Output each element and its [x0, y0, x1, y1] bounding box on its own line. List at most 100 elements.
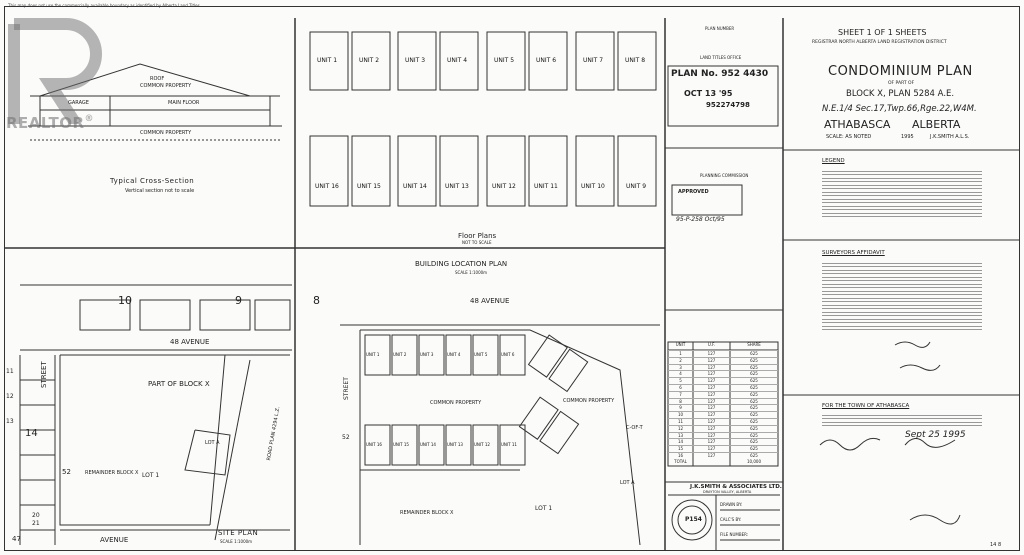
garage-label: GARAGE	[68, 100, 89, 106]
fp-unit-13: UNIT 13	[445, 183, 469, 190]
unit-table-col-unit: UNIT	[675, 342, 686, 347]
fp-unit-8: UNIT 8	[625, 57, 646, 64]
corner-mark: 14 8	[990, 542, 1002, 548]
plan-number-header: PLAN NUMBER	[705, 26, 735, 31]
surveyor-name: J.K.SMITH A.L.S.	[930, 134, 970, 140]
registrar-line: REGISTRAR NORTH ALBERTA LAND REGISTRATIO…	[812, 40, 947, 45]
fp-unit-1: UNIT 1	[317, 57, 338, 64]
town-section-header: FOR THE TOWN OF ATHABASCA	[822, 403, 910, 409]
roof-sub-label: COMMON PROPERTY	[140, 83, 192, 89]
bl-unit-16: UNIT 16	[366, 442, 382, 447]
unit-table-cell-share: 625	[750, 446, 758, 452]
town-section-body	[822, 412, 982, 429]
unit-table-cell-unit: 6	[679, 384, 682, 390]
main-floor-label: MAIN FLOOR	[168, 100, 200, 106]
site-row-12: 12	[6, 393, 14, 400]
unit-table-cell-unit: 11	[677, 418, 684, 424]
cross-section-title: Typical Cross-Section	[110, 177, 195, 185]
floor-plans-note: NOT TO SCALE	[462, 240, 492, 245]
building-avenue: 48 AVENUE	[470, 297, 510, 305]
bl-unit-4: UNIT 4	[447, 352, 461, 357]
site-row-21: 21	[32, 520, 40, 527]
unit-table-cell-unit: 13	[677, 432, 684, 438]
document-title: CONDOMINIUM PLAN	[828, 64, 973, 79]
realtor-logo-text: REALTOR	[6, 114, 85, 132]
realtor-watermark: REALTOR®	[6, 14, 116, 132]
site-row-14: 14	[25, 428, 38, 439]
unit-table-cell-uf: 127	[707, 405, 716, 411]
unit-table-total-row: TOTAL 10,000	[668, 459, 778, 466]
province-name: ALBERTA	[912, 118, 961, 131]
unit-table-cell-uf: 127	[707, 391, 716, 397]
site-lot-1: LOT 1	[142, 472, 160, 479]
drawing-frame	[4, 6, 1020, 551]
fp-unit-16: UNIT 16	[315, 183, 339, 190]
land-titles-header: LAND TITLES OFFICE	[700, 55, 742, 60]
signed-date: Sept 25 1995	[905, 430, 966, 440]
unit-table-cell-uf: 127	[707, 418, 716, 424]
unit-table-cell-uf: 127	[707, 398, 716, 404]
unit-table-cell-uf: 127	[707, 371, 716, 377]
unit-table-cell-share: 625	[750, 439, 758, 445]
site-row-20: 20	[32, 512, 40, 519]
unit-table-cell-unit: 7	[679, 391, 682, 397]
unit-table-cell-uf: 127	[707, 439, 716, 445]
unit-table-cell-share: 625	[750, 412, 758, 418]
plan-year: 1995	[901, 134, 914, 140]
sheet-count: SHEET 1 OF 1 SHEETS	[838, 28, 927, 37]
scale-label: SCALE: AS NOTED	[826, 134, 872, 140]
unit-table-cell-uf: 127	[707, 364, 716, 370]
fp-unit-6: UNIT 6	[536, 57, 557, 64]
unit-table-cell-unit: 3	[679, 364, 682, 370]
drawn-by-label: DRAWN BY:	[720, 502, 743, 507]
unit-table-cell-unit: 8	[679, 398, 682, 404]
unit-table-cell-unit: 1	[679, 351, 682, 356]
unit-table-cell-uf: 127	[707, 432, 716, 438]
site-lot-9: 9	[235, 294, 242, 307]
site-avenue-bottom: AVENUE	[100, 536, 129, 544]
unit-table-cell-unit: 14	[677, 439, 684, 445]
unit-table-cell-unit: 15	[677, 446, 684, 452]
bl-unit-6: UNIT 6	[501, 352, 515, 357]
commission-number: 95-P-258 Oct/95	[676, 216, 725, 223]
building-common-property: COMMON PROPERTY	[430, 400, 482, 406]
unit-table-cell-uf: 127	[707, 351, 716, 356]
site-lot-a: LOT A	[205, 440, 220, 446]
unit-table-cell-share: 625	[750, 425, 758, 431]
building-remainder: REMAINDER BLOCK X	[400, 510, 454, 516]
unit-table-cell-uf: 127	[707, 425, 716, 431]
unit-table-cell-uf: 127	[707, 446, 716, 452]
fp-unit-12: UNIT 12	[492, 183, 516, 190]
unit-table-cell-unit: 12	[677, 425, 684, 431]
bl-unit-13: UNIT 13	[447, 442, 463, 447]
site-lot-10: 10	[118, 294, 132, 307]
fp-unit-15: UNIT 15	[357, 183, 381, 190]
unit-table-cell-share: 625	[750, 452, 758, 458]
bl-unit-12: UNIT 12	[474, 442, 490, 447]
unit-table-cell-uf: 127	[707, 357, 716, 363]
block-plan: BLOCK X, PLAN 5284 A.E.	[846, 89, 955, 99]
unit-table-cell-unit: 10	[677, 412, 684, 418]
fp-unit-11: UNIT 11	[534, 183, 558, 190]
unit-table-cell-uf: 127	[707, 452, 716, 458]
fp-unit-5: UNIT 5	[494, 57, 515, 64]
legend-body	[822, 168, 982, 220]
approved-stamp: APPROVED	[678, 189, 709, 195]
site-row-11: 11	[6, 368, 14, 375]
unit-table-cell-share: 625	[750, 405, 758, 411]
fp-unit-9: UNIT 9	[626, 183, 647, 190]
bl-unit-14: UNIT 14	[420, 442, 436, 447]
building-location-scale: SCALE 1:1000m	[455, 270, 488, 275]
building-lot-a: LOT A	[620, 480, 635, 486]
unit-table-header: UNIT U.F. SHARE	[668, 342, 778, 350]
unit-table-cell-uf: 127	[707, 378, 716, 384]
unit-table-total-label: TOTAL	[674, 458, 687, 464]
